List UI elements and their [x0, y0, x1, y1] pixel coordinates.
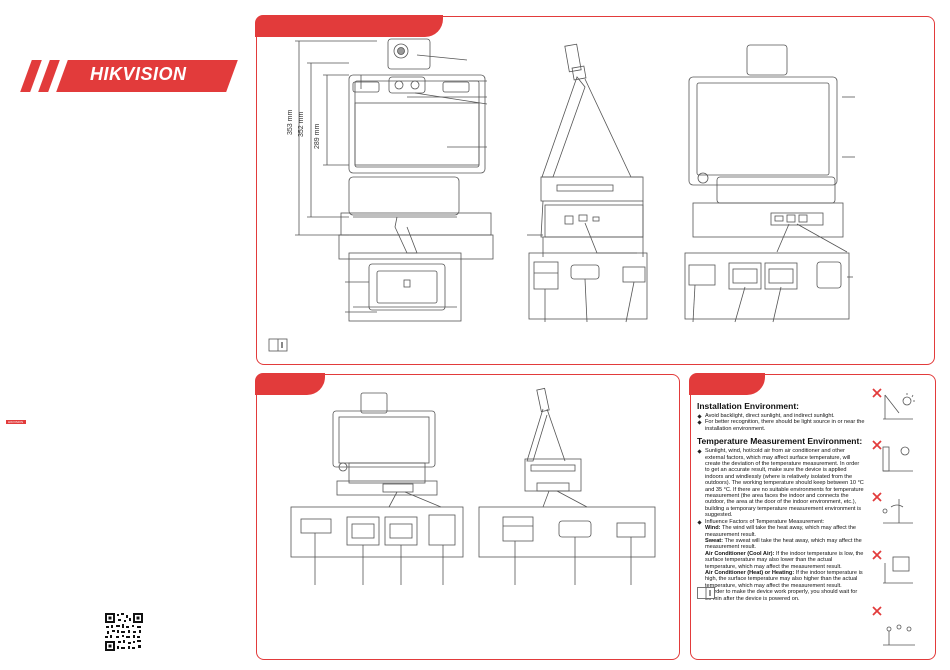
factor-text: If the indoor temperature is high, the s…: [705, 569, 863, 589]
list-item: In order to make the device work properl…: [697, 589, 865, 602]
section-tab: [255, 15, 443, 37]
brand-logo: HIKVISION: [20, 60, 238, 92]
dimension-body: 352 mm: [298, 111, 305, 137]
factor-text: If the indoor temperature is low, the su…: [705, 550, 864, 570]
factor-text: The sweat will take the heat away, which…: [705, 537, 862, 551]
factor-label: Sweat:: [705, 537, 724, 544]
temperature-heading: Temperature Measurement Environment:: [697, 436, 863, 447]
installation-heading: Installation Environment:: [697, 401, 800, 411]
appearance-diagram: [268, 38, 855, 352]
factor-item: Air Conditioner (Heat) or Heating: If th…: [697, 570, 865, 589]
dimension-screen: 289 mm: [314, 123, 321, 149]
section-tab: [255, 373, 325, 395]
section-tab: [689, 373, 765, 395]
brand-name: HIKVISION: [90, 64, 187, 84]
list-item: Influence Factors of Temperature Measure…: [697, 519, 865, 525]
logo-stripe: [20, 60, 42, 92]
list-item: Avoid backlight, direct sunlight, and in…: [697, 413, 865, 419]
factor-item: Air Conditioner (Cool Air): If the indoo…: [697, 551, 865, 570]
logo-stripe: [38, 60, 60, 92]
note-icon: [697, 587, 715, 599]
interface-panel: [255, 373, 680, 660]
qr-code: [104, 612, 144, 652]
environment-illustrations: [872, 388, 915, 646]
factor-item: Sweat: The sweat will take the heat away…: [697, 538, 865, 551]
mini-brand-label: HIKVISION: [8, 420, 24, 424]
factor-text: The wind will take the heat away, which …: [705, 525, 857, 538]
environment-panel: Installation Environment: Avoid backligh…: [689, 373, 936, 660]
interface-diagram: [290, 387, 656, 585]
list-item: For better recognition, there should be …: [697, 419, 865, 432]
not-allowed-icon: [872, 388, 882, 616]
factor-label: Air Conditioner (Cool Air):: [705, 550, 775, 557]
mini-brand: HIKVISION: [6, 420, 26, 424]
appearance-panel: 353 mm 352 mm 289 mm: [255, 15, 935, 365]
environment-text: Installation Environment: Avoid backligh…: [697, 397, 865, 602]
factor-label: Wind:: [705, 525, 721, 532]
sun-icon: [902, 393, 915, 406]
list-item: Sunlight, wind, hot/cold air from air co…: [697, 448, 865, 518]
factor-item: Wind: The wind will take the heat away, …: [697, 525, 865, 538]
dimension-overall: 353 mm: [287, 109, 294, 135]
factor-label: Air Conditioner (Heat) or Heating:: [705, 569, 795, 576]
